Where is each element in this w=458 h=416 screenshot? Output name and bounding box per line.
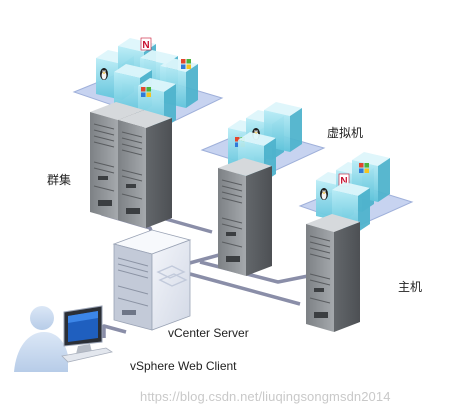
monitor-icon — [61, 305, 113, 363]
virtual-machine-label: 虚拟机 — [327, 126, 364, 140]
host-3-server — [305, 213, 361, 333]
web-client-workstation — [14, 305, 113, 372]
vcenter-server-label: vCenter Server — [168, 326, 249, 340]
host-3-group — [298, 152, 414, 333]
cluster-group — [72, 37, 224, 229]
link-client-vcenter — [102, 324, 127, 338]
user-silhouette-icon — [14, 306, 68, 372]
cluster-server-right — [117, 109, 173, 229]
vcenter-server — [112, 229, 192, 331]
web-client-label: vSphere Web Client — [130, 359, 237, 373]
host-2-server — [217, 157, 273, 277]
link-vcenter-host3 — [189, 272, 301, 306]
host-label: 主机 — [398, 280, 423, 294]
vcenter-emblem-icon — [156, 265, 188, 287]
host-2-group — [200, 102, 326, 277]
cluster-label: 群集 — [47, 173, 72, 187]
watermark-url: https://blog.csdn.net/liuqingsongmsdn201… — [140, 389, 391, 404]
